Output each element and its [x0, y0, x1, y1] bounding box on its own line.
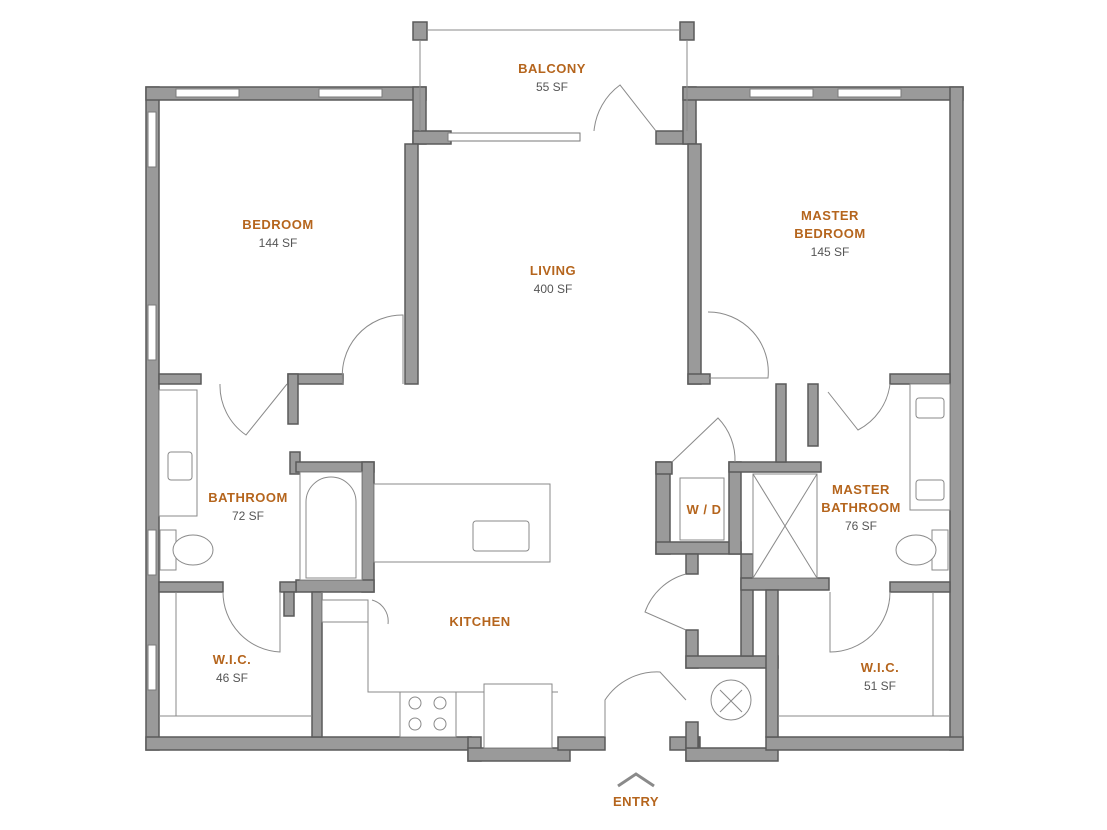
- water-heater-icon: [710, 679, 752, 721]
- room-area: 76 SF: [844, 519, 877, 533]
- room-label-master-bathroom: MASTER BATHROOM 76 SF: [821, 481, 901, 535]
- room-name: KITCHEN: [449, 614, 511, 629]
- entry-label: ENTRY: [613, 793, 659, 811]
- interior-walls: [158, 143, 951, 749]
- room-label-balcony: BALCONY 55 SF: [518, 60, 586, 96]
- toilet-icon: [159, 529, 214, 571]
- room-name: BALCONY: [518, 61, 586, 76]
- room-label-wic-left: W.I.C. 46 SF: [213, 651, 251, 687]
- shower-icon: [752, 473, 818, 579]
- room-label-wic-right: W.I.C. 51 SF: [861, 659, 899, 695]
- windows: [147, 29, 902, 691]
- room-name: W.I.C.: [860, 660, 900, 675]
- room-name: W / D: [686, 502, 722, 517]
- entry-arrow-icon: [617, 772, 655, 788]
- room-label-wd: W / D: [687, 501, 722, 519]
- room-area: 46 SF: [215, 671, 249, 685]
- room-name-line2: BATHROOM: [821, 500, 901, 515]
- room-label-bathroom: BATHROOM 72 SF: [208, 489, 288, 525]
- room-label-master-bedroom: MASTER BEDROOM 145 SF: [794, 207, 865, 261]
- bathtub-icon: [299, 471, 363, 581]
- room-name: BEDROOM: [242, 217, 314, 232]
- room-name: W.I.C.: [212, 652, 252, 667]
- toilet-icon: [895, 529, 949, 571]
- room-name-line1: MASTER: [801, 208, 859, 223]
- refrigerator-icon: [483, 683, 553, 749]
- room-name-line2: BEDROOM: [794, 226, 866, 241]
- room-name: BATHROOM: [208, 490, 288, 505]
- room-area: 72 SF: [231, 509, 264, 523]
- room-area: 55 SF: [535, 80, 568, 94]
- room-label-kitchen: KITCHEN: [449, 613, 510, 631]
- kitchen-sink-icon: [472, 520, 530, 552]
- doors: [219, 84, 891, 737]
- entry-text: ENTRY: [612, 794, 660, 809]
- room-area: 145 SF: [810, 245, 850, 259]
- room-name: LIVING: [529, 263, 577, 278]
- stove-icon: [399, 691, 457, 738]
- room-label-bedroom: BEDROOM 144 SF: [242, 216, 313, 252]
- sink-icon: [167, 451, 193, 481]
- room-area: 400 SF: [533, 282, 573, 296]
- room-name-line1: MASTER: [832, 482, 890, 497]
- room-area: 51 SF: [863, 679, 897, 693]
- room-area: 144 SF: [258, 236, 298, 250]
- fixtures: [158, 383, 951, 749]
- room-label-living: LIVING 400 SF: [530, 262, 576, 298]
